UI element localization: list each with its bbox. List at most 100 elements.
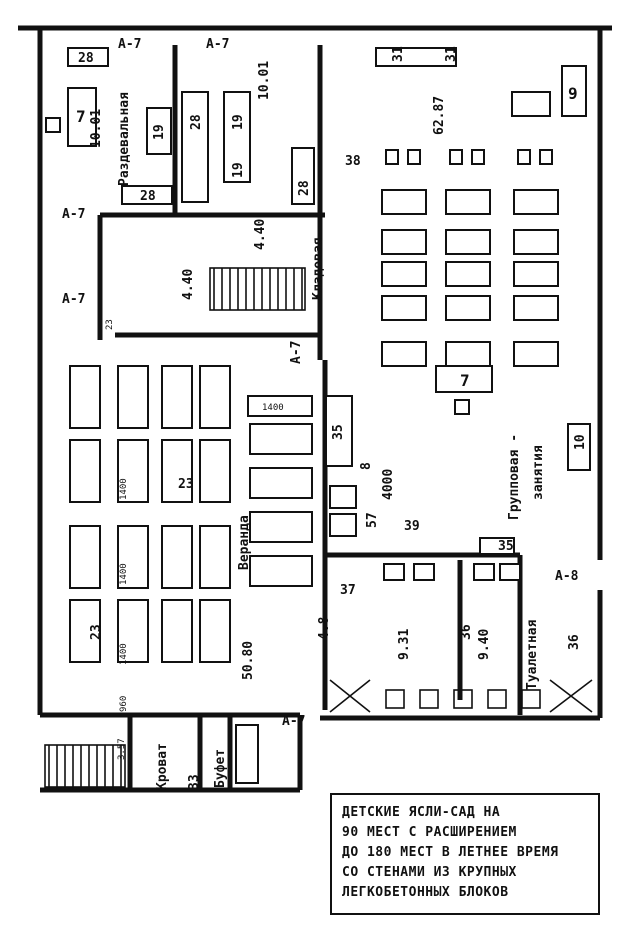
mark-36-b: 36	[567, 634, 582, 650]
locker-7	[67, 87, 97, 147]
cabinet-14-icon	[45, 117, 61, 133]
mark-36-a: 36	[459, 624, 474, 640]
bed	[199, 525, 231, 589]
mark-1400-c: 1400	[119, 643, 129, 665]
caption-line-2: 90 мест с расширением	[342, 825, 517, 840]
mark-7-group: 7	[460, 371, 470, 390]
group-room-tables	[381, 149, 559, 367]
locker-28-top	[67, 47, 109, 67]
bed	[249, 467, 313, 499]
center-dimension: 4000	[381, 469, 396, 500]
locker-57-b	[329, 513, 357, 537]
mark-10: 10	[573, 434, 588, 450]
caption-line-5: легкобетонных блоков	[342, 885, 509, 900]
chair	[385, 149, 399, 165]
toilet-area-1: 9.31	[397, 629, 412, 660]
group-table	[445, 229, 491, 255]
mark-35-b: 35	[498, 539, 514, 554]
bed	[249, 511, 313, 543]
group-table	[445, 295, 491, 321]
mark-1400-a: 1400	[119, 478, 129, 500]
bed	[69, 439, 101, 503]
mark-33: 33	[187, 774, 202, 790]
axis-marker-1: A-7	[118, 37, 141, 52]
mark-9: 9	[568, 84, 578, 103]
veranda-label: Веранда	[237, 515, 252, 570]
group-area: 62.87	[432, 96, 447, 135]
bed	[161, 599, 193, 663]
group-table	[513, 229, 559, 255]
mark-39: 39	[404, 519, 420, 534]
chair	[471, 149, 485, 165]
chair	[539, 149, 553, 165]
mark-19-b: 19	[231, 114, 246, 130]
bed	[249, 555, 313, 587]
cloakroom-area-2: 10.01	[257, 61, 272, 100]
mark-960: 960	[119, 696, 129, 712]
veranda-beds	[69, 365, 313, 663]
veranda-area: 50.80	[241, 641, 256, 680]
mark-23-small: 23	[105, 319, 115, 330]
stair-area-2: 4.40	[253, 219, 268, 250]
cloakroom-area: 10.01	[89, 109, 104, 148]
axis-marker-2: A-7	[206, 37, 229, 52]
group-table	[513, 261, 559, 287]
mark-23-bed: 23	[89, 624, 104, 640]
cloakroom-label: Раздевальная	[117, 92, 132, 186]
toilet-fixtures	[383, 563, 541, 709]
cabinet-14-group	[454, 399, 470, 415]
group-table	[445, 189, 491, 215]
axis-marker-7: A-8	[555, 569, 579, 584]
caption-line-3: до 180 мест в летнее время	[342, 845, 559, 860]
sink	[413, 563, 435, 581]
toilet	[385, 689, 405, 709]
group-table	[381, 189, 427, 215]
group-table	[513, 295, 559, 321]
piano	[511, 91, 551, 117]
group-table	[381, 295, 427, 321]
mark-19-a: 19	[152, 124, 167, 140]
title-caption: Детские ясли-сад на 90 мест с расширение…	[330, 793, 600, 915]
bed	[199, 599, 231, 663]
group-table	[513, 189, 559, 215]
mark-3-57: 3.57	[117, 738, 127, 760]
outer-walls	[18, 25, 612, 793]
sink	[499, 563, 521, 581]
group-table	[513, 341, 559, 367]
bed	[199, 365, 231, 429]
bed	[117, 599, 149, 663]
sink	[383, 563, 405, 581]
chair	[449, 149, 463, 165]
bed	[69, 525, 101, 589]
bed	[161, 525, 193, 589]
mark-38: 38	[345, 154, 361, 169]
caption-line-1: Детские ясли-сад на	[342, 805, 501, 820]
mark-28-b: 28	[189, 114, 204, 130]
axis-marker-5: A-7	[289, 341, 304, 364]
cabinet-31	[375, 47, 457, 67]
group-room-label: Групповая -	[507, 434, 522, 520]
bench-28-low	[121, 185, 173, 205]
mark-31-a: 31	[391, 46, 406, 62]
mark-4-8: 4.8	[317, 616, 332, 640]
mark-28-top: 28	[78, 51, 94, 66]
toilet	[419, 689, 439, 709]
mark-1400-b: 1400	[119, 563, 129, 585]
cabinet-9	[561, 65, 587, 117]
mark-28-low: 28	[140, 189, 156, 204]
bed	[161, 439, 193, 503]
bed	[199, 439, 231, 503]
cabinet-35	[325, 395, 353, 467]
bed	[249, 423, 313, 455]
toilet	[487, 689, 507, 709]
bed	[117, 365, 149, 429]
caption-line-4: со стенами из крупных	[342, 865, 517, 880]
axis-marker-6: A-7	[282, 714, 305, 729]
mark-23-bed-2: 23	[178, 477, 194, 492]
locker-57-a	[329, 485, 357, 509]
group-table	[381, 261, 427, 287]
bed	[69, 365, 101, 429]
toilet	[521, 689, 541, 709]
toilet-area-2: 9.40	[477, 629, 492, 660]
